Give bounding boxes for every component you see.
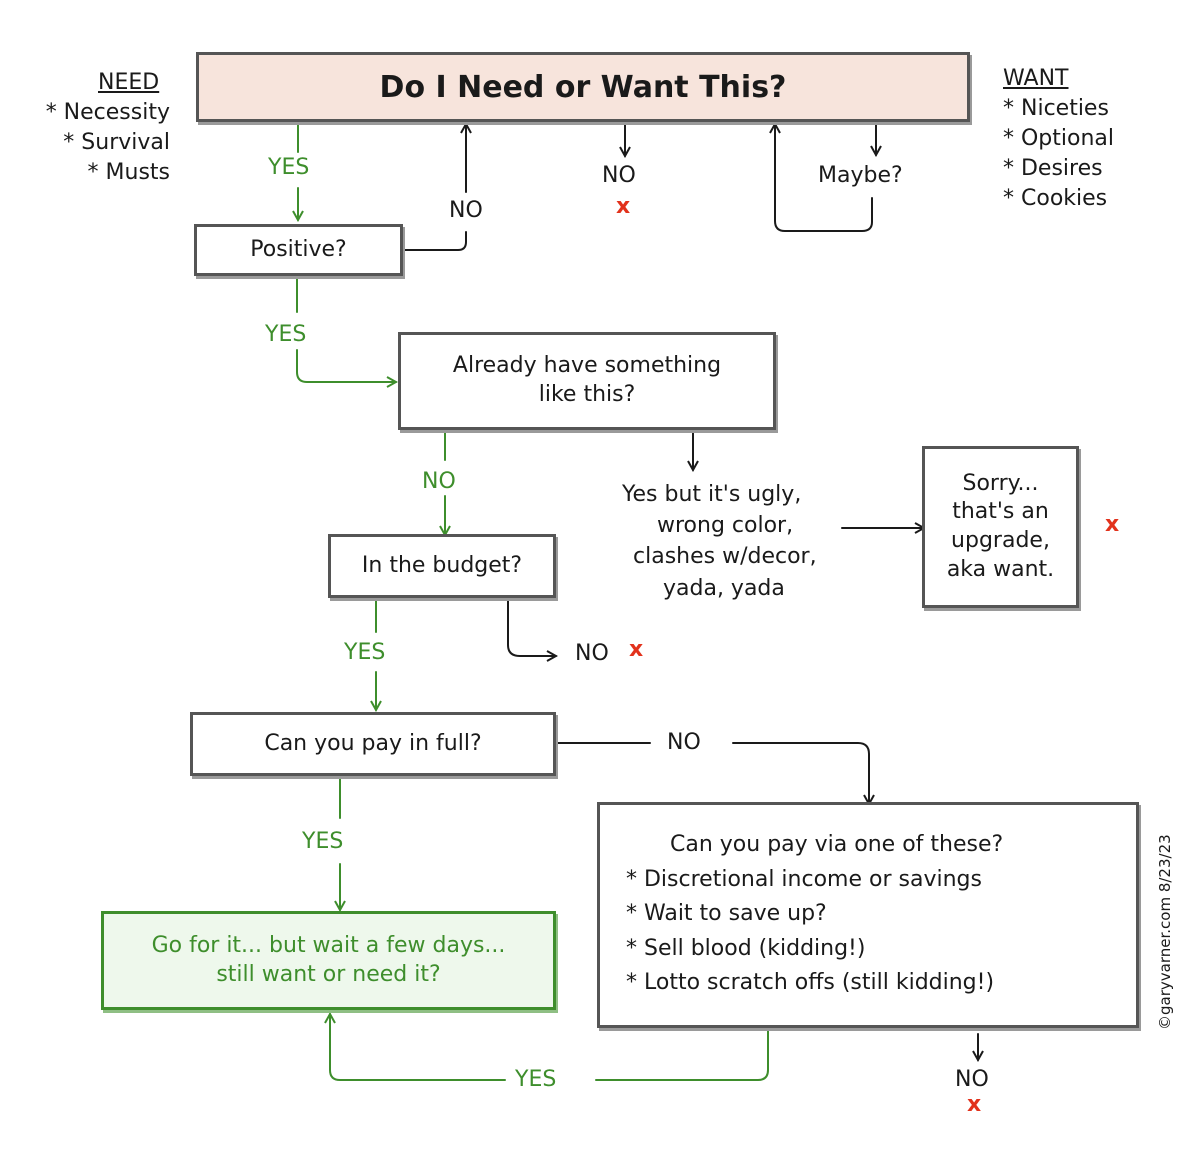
already-have-line: Already have something	[452, 353, 722, 379]
want-item: * Cookies	[1003, 186, 1108, 211]
connector-no-payfull-right	[732, 742, 869, 804]
sorry-line: aka want.	[946, 556, 1055, 582]
already-have-line: like this?	[538, 382, 636, 407]
want-item: * Niceties	[1003, 96, 1109, 121]
need-heading: NEED	[98, 70, 160, 95]
ugly-line: clashes w/decor,	[633, 544, 817, 569]
title-box: Do I Need or Want This?	[196, 52, 970, 122]
want-heading: WANT	[1003, 66, 1069, 91]
need-item: * Necessity	[45, 100, 170, 125]
connector-no-budget	[507, 599, 556, 656]
sorry-line: that's an	[952, 499, 1049, 525]
ugly-line: wrong color,	[657, 513, 794, 538]
pay-via-title: Can you pay via one of these?	[670, 832, 1004, 857]
pay-in-full-box: Can you pay in full?	[190, 712, 556, 776]
no-label-already: NO	[422, 469, 456, 494]
go-for-it-line: Go for it... but wait a few days...	[151, 932, 506, 958]
need-item: * Survival	[63, 130, 170, 155]
connector-yes-payvia-go-right	[595, 1029, 769, 1081]
connector-yes-positive-already	[296, 349, 396, 382]
credit-text: ©garyvarner.com 8/23/23	[1156, 834, 1174, 1030]
yes-label-budget: YES	[344, 640, 386, 665]
yes-label-title: YES	[268, 155, 310, 180]
maybe-label: Maybe?	[818, 163, 903, 188]
pay-via-box: Can you pay via one of these? * Discreti…	[597, 802, 1139, 1028]
sorry-line: upgrade,	[951, 528, 1050, 553]
no-label-title: NO	[602, 163, 636, 188]
sorry-line: Sorry...	[962, 470, 1039, 496]
yes-label-payvia: YES	[515, 1067, 557, 1092]
no-label-positive: NO	[449, 198, 483, 223]
sorry-box: Sorry... that's an upgrade, aka want.	[922, 446, 1079, 608]
want-item: * Desires	[1003, 156, 1103, 181]
connector-maybe-loop	[775, 124, 873, 232]
pay-via-item: * Sell blood (kidding!)	[626, 935, 866, 961]
positive-text: Positive?	[250, 236, 347, 262]
need-item: * Musts	[87, 160, 170, 185]
pay-via-item: * Discretional income or savings	[626, 866, 982, 892]
go-for-it-line: still want or need it?	[216, 961, 441, 987]
reject-x-title: x	[616, 194, 631, 219]
already-have-box: Already have something like this?	[398, 332, 776, 430]
no-label-budget: NO	[575, 641, 609, 666]
go-for-it-box: Go for it... but wait a few days... stil…	[101, 911, 556, 1010]
yes-label-payfull: YES	[302, 829, 344, 854]
yes-label-positive: YES	[265, 322, 307, 347]
connector-yes-payvia-go-left	[330, 1014, 506, 1081]
page-title: Do I Need or Want This?	[379, 69, 787, 105]
budget-text: In the budget?	[361, 552, 523, 578]
pay-via-item: * Lotto scratch offs (still kidding!)	[626, 970, 995, 996]
connector-no-positive-title	[402, 231, 467, 251]
pay-in-full-text: Can you pay in full?	[264, 730, 482, 756]
positive-box: Positive?	[194, 224, 403, 276]
reject-x-payvia: x	[967, 1092, 982, 1117]
ugly-line: Yes but it's ugly,	[622, 482, 802, 507]
budget-box: In the budget?	[328, 534, 556, 598]
reject-x-budget: x	[629, 637, 644, 662]
no-label-payvia: NO	[955, 1067, 989, 1092]
want-item: * Optional	[1003, 126, 1115, 151]
no-label-payfull: NO	[667, 730, 701, 755]
reject-x-sorry: x	[1105, 512, 1120, 537]
pay-via-item: * Wait to save up?	[626, 901, 827, 927]
ugly-line: yada, yada	[663, 576, 785, 601]
